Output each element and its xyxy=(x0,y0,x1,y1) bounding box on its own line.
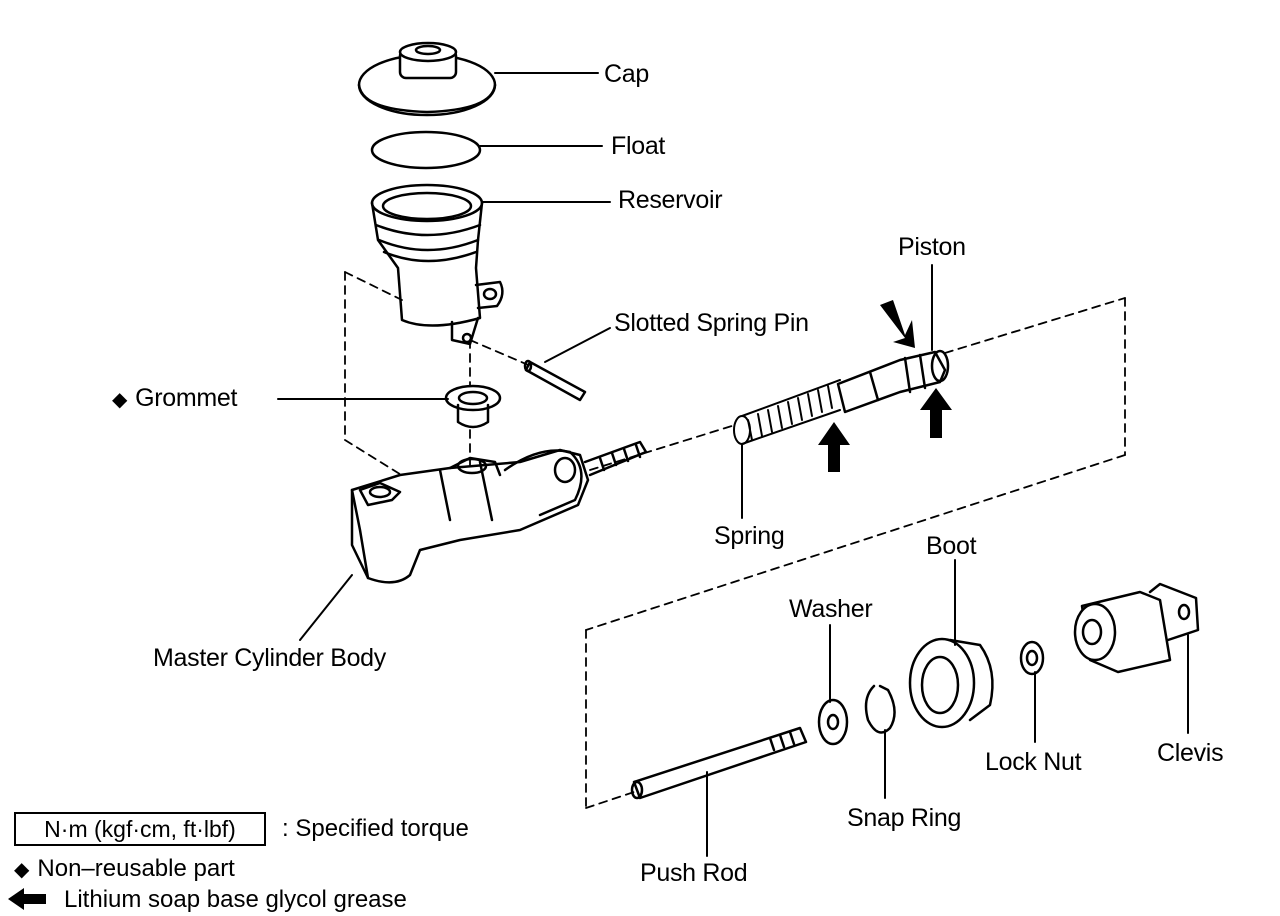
leader-lines xyxy=(277,72,1189,857)
label-lock-nut: Lock Nut xyxy=(985,748,1082,776)
legend-non-reusable-text: Non–reusable part xyxy=(37,855,235,882)
diamond-icon: ◆ xyxy=(112,389,128,411)
arrow-left-icon xyxy=(8,888,46,910)
label-slotted-spring-pin: Slotted Spring Pin xyxy=(614,309,809,337)
push-rod-part xyxy=(630,726,808,800)
reservoir-part xyxy=(370,183,504,346)
label-clevis: Clevis xyxy=(1157,739,1224,767)
piston-part xyxy=(836,349,950,414)
label-master-cylinder-body: Master Cylinder Body xyxy=(153,644,386,672)
clevis-part xyxy=(1073,582,1200,674)
torque-unit-box: N·m (kgf·cm, ft·lbf) xyxy=(14,812,266,846)
legend-non-reusable: ◆ Non–reusable part xyxy=(14,857,235,881)
grommet-part xyxy=(444,384,502,429)
label-push-rod: Push Rod xyxy=(640,859,748,887)
boot-part xyxy=(908,637,994,729)
label-float: Float xyxy=(611,132,666,160)
label-boot: Boot xyxy=(926,532,977,560)
legend-grease-text: Lithium soap base glycol grease xyxy=(64,886,407,913)
washer-part xyxy=(817,698,849,746)
grease-arrow-icons xyxy=(818,300,952,472)
snap-ring-part xyxy=(864,684,896,734)
spring-part xyxy=(733,379,841,445)
float-part xyxy=(370,130,482,170)
lock-nut-part xyxy=(1019,640,1045,676)
label-reservoir: Reservoir xyxy=(618,186,723,214)
label-cap: Cap xyxy=(604,60,649,88)
label-snap-ring: Snap Ring xyxy=(847,804,962,832)
label-washer: Washer xyxy=(789,595,873,623)
slotted-spring-pin-part xyxy=(523,359,587,402)
label-piston: Piston xyxy=(898,233,966,261)
diamond-icon: ◆ xyxy=(14,859,30,881)
label-grommet-row: ◆ Grommet xyxy=(112,386,237,411)
label-spring: Spring xyxy=(714,522,785,550)
cap-part xyxy=(357,41,497,117)
master-cylinder-body-part xyxy=(350,440,648,584)
label-grommet: Grommet xyxy=(135,384,238,412)
legend-torque-text: : Specified torque xyxy=(282,815,469,842)
